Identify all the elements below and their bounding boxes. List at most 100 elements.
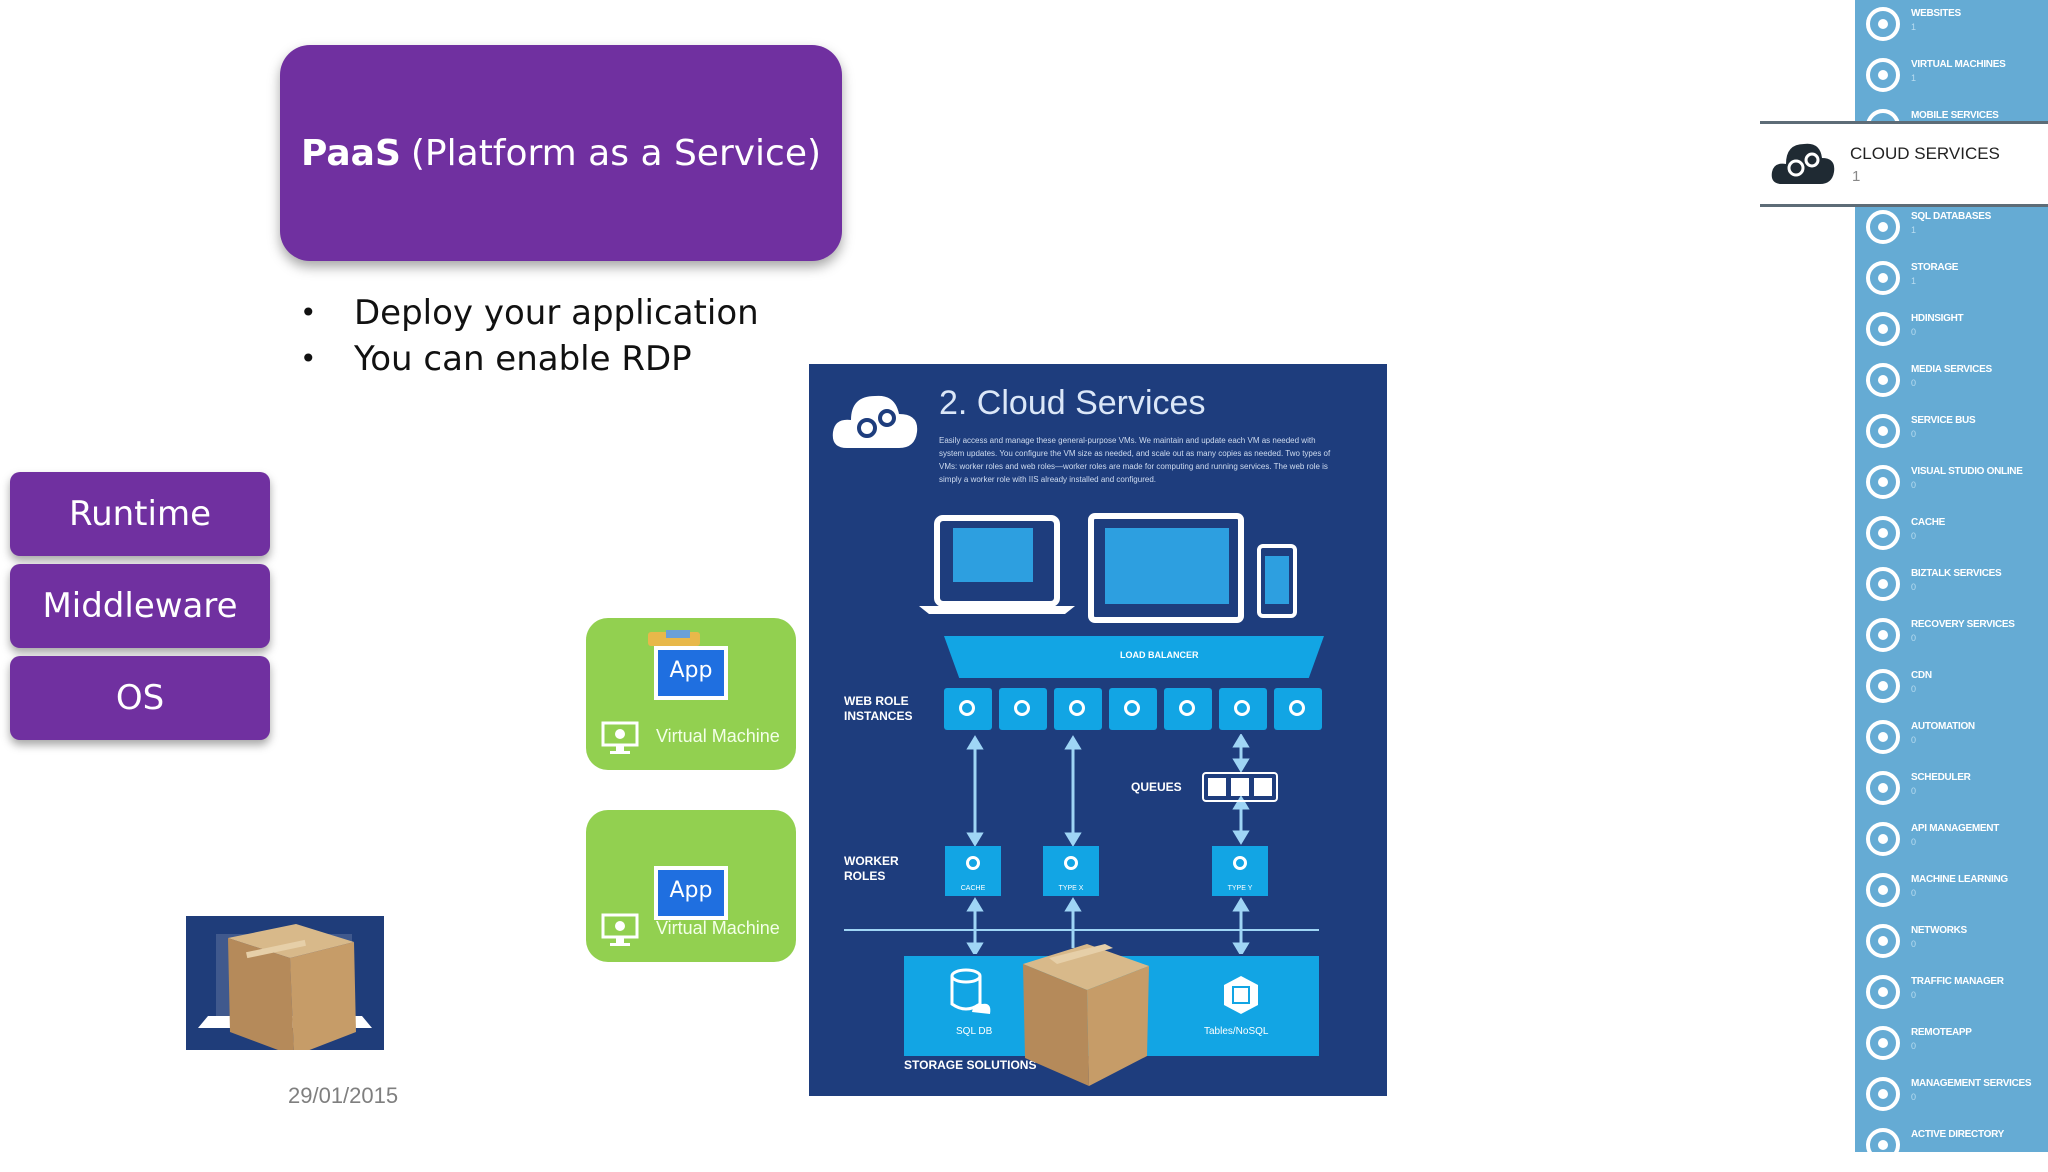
date-footer: 29/01/2015	[288, 1083, 399, 1108]
sidebar-item-label: BIZTALK SERVICES	[1911, 568, 2002, 579]
bullet-icon: •	[300, 296, 317, 329]
selected-service-cloud-services[interactable]: CLOUD SERVICES 1	[1760, 121, 2048, 207]
sidebar-item-count: 1	[1911, 225, 1917, 235]
web-instance-icon	[1109, 688, 1157, 730]
tables-nosql-label: Tables/NoSQL	[1204, 1026, 1269, 1037]
sidebar-item[interactable]: HDINSIGHT 0	[1855, 305, 2048, 356]
bullet-text: Deploy your application	[354, 293, 759, 333]
sidebar-item[interactable]: CACHE 0	[1855, 509, 2048, 560]
sidebar-item-label: REMOTEAPP	[1911, 1027, 1972, 1038]
worker-role-type-x: TYPE X	[1043, 846, 1099, 896]
traffic-manager-icon	[1866, 975, 1900, 1009]
sidebar-item[interactable]: SQL DATABASES 1	[1855, 203, 2048, 254]
package-icon	[198, 924, 372, 1056]
vm-tile: App Virtual Machine	[586, 618, 796, 770]
arrows-icon	[844, 734, 1319, 954]
stack-middleware: Middleware	[10, 564, 270, 648]
sidebar-item-label: MOBILE SERVICES	[1911, 110, 1999, 121]
websites-icon	[1866, 7, 1900, 41]
active-directory-icon	[1866, 1128, 1900, 1162]
sidebar-item-label: HDINSIGHT	[1911, 313, 1964, 324]
sidebar-item-count: 0	[1911, 429, 1917, 439]
service-bus-icon	[1866, 414, 1900, 448]
paas-title-box: PaaS (Platform as a Service)	[280, 45, 842, 261]
selected-service-label: CLOUD SERVICES	[1850, 144, 2000, 163]
machine-learning-icon	[1866, 873, 1900, 907]
sidebar-item-count: 0	[1911, 888, 1917, 898]
sidebar-item-label: VIRTUAL MACHINES	[1911, 59, 2006, 70]
virtual-machines-icon	[1866, 58, 1900, 92]
load-balancer-label: LOAD BALANCER	[1120, 650, 1199, 660]
selected-service-count: 1	[1852, 168, 1861, 185]
cdn-icon	[1866, 669, 1900, 703]
sidebar-item-count: 0	[1911, 684, 1917, 694]
sql-db-icon	[950, 968, 991, 1014]
sidebar-item-label: STORAGE	[1911, 262, 1959, 273]
networks-icon	[1866, 924, 1900, 958]
sidebar-item-label: SQL DATABASES	[1911, 211, 1991, 222]
devices-icon	[919, 513, 1297, 623]
sidebar-item[interactable]: ACTIVE DIRECTORY	[1855, 1121, 2048, 1172]
sidebar-item[interactable]: VIRTUAL MACHINES 1	[1855, 51, 2048, 102]
sidebar-item[interactable]: MANAGEMENT SERVICES 0	[1855, 1070, 2048, 1121]
sidebar-item-label: SERVICE BUS	[1911, 415, 1976, 426]
sidebar-item-count: 1	[1911, 73, 1917, 83]
app-box: App	[654, 646, 728, 700]
storage-icon	[1866, 261, 1900, 295]
sidebar-item-label: AUTOMATION	[1911, 721, 1975, 732]
sidebar-item-count: 0	[1911, 1092, 1917, 1102]
sidebar-item-count: 0	[1911, 735, 1917, 745]
sql-databases-icon	[1866, 210, 1900, 244]
sidebar-item[interactable]: BIZTALK SERVICES 0	[1855, 560, 2048, 611]
sidebar-item-count: 0	[1911, 378, 1917, 388]
sidebar-item[interactable]: SERVICE BUS 0	[1855, 407, 2048, 458]
sidebar-item-count: 0	[1911, 633, 1917, 643]
monitor-icon	[601, 913, 639, 946]
paas-title-bold: PaaS	[300, 132, 401, 174]
queues-label: QUEUES	[1131, 780, 1182, 794]
worker-role-type-y: TYPE Y	[1212, 846, 1268, 896]
remoteapp-icon	[1866, 1026, 1900, 1060]
sidebar-item-count: 0	[1911, 531, 1917, 541]
web-instance-icon	[1274, 688, 1322, 730]
sidebar-item[interactable]: AUTOMATION 0	[1855, 713, 2048, 764]
web-instance-icon	[944, 688, 992, 730]
cloud-gear-icon	[1771, 143, 1835, 184]
sidebar-item-label: SCHEDULER	[1911, 772, 1971, 783]
web-role-label: WEB ROLE INSTANCES	[844, 694, 913, 723]
sidebar-item-label: MEDIA SERVICES	[1911, 364, 1992, 375]
stack-os: OS	[10, 656, 270, 740]
sidebar-item-label: VISUAL STUDIO ONLINE	[1911, 466, 2023, 477]
worker-roles-label: WORKER ROLES	[844, 854, 899, 883]
sidebar-item-count: 0	[1911, 327, 1917, 337]
vm-tile: App Virtual Machine	[586, 810, 796, 962]
web-instance-icon	[1054, 688, 1102, 730]
package-icon	[1023, 944, 1149, 1086]
sidebar-item-label: CACHE	[1911, 517, 1946, 528]
load-balancer-bar: LOAD BALANCER	[944, 636, 1324, 678]
cloud-gear-icon	[832, 395, 918, 448]
sidebar-item-label: WEBSITES	[1911, 8, 1961, 19]
sidebar-item[interactable]: MEDIA SERVICES 0	[1855, 356, 2048, 407]
sidebar-item-count: 0	[1911, 837, 1917, 847]
sidebar-item-label: TRAFFIC MANAGER	[1911, 976, 2004, 987]
visual-studio-online-icon	[1866, 465, 1900, 499]
scheduler-icon	[1866, 771, 1900, 805]
sidebar-item-label: MANAGEMENT SERVICES	[1911, 1078, 2032, 1089]
infographic-title: 2. Cloud Services	[939, 384, 1206, 422]
sidebar-item-count: 0	[1911, 582, 1917, 592]
sidebar-item-count: 0	[1911, 939, 1917, 949]
paas-title-rest: (Platform as a Service)	[410, 132, 822, 174]
package-laptop-image	[186, 916, 384, 1056]
